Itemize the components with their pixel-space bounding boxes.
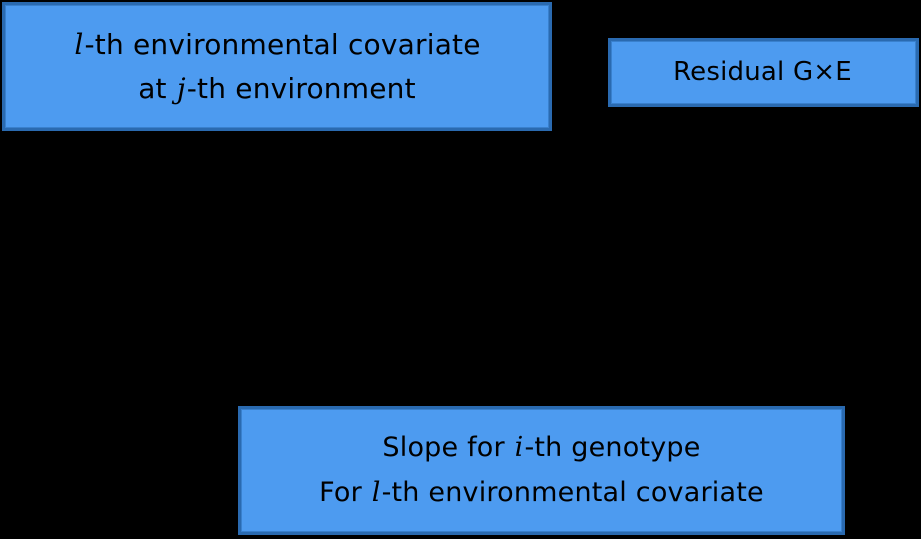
line-suffix: -th genotype [524,432,701,464]
math-variable-none [852,57,854,87]
line-prefix: Slope for [382,432,514,464]
math-variable-l: l [371,476,381,508]
annotation-box-environmental-covariate: l-th environmental covariate at j-th env… [2,2,552,131]
annotation-line: Residual G×E [673,56,854,89]
math-variable-j: j [176,72,186,105]
line-suffix: -th environmental covariate [381,476,764,508]
annotation-box-genotype-slope: Slope for i-th genotype For l-th environ… [238,406,845,535]
line-suffix: -th environment [186,72,416,105]
annotation-line: Slope for i-th genotype [382,431,700,465]
line-prefix: Residual G×E [673,57,852,88]
line-suffix: -th environmental covariate [84,27,481,61]
math-variable-l: l [74,27,84,61]
line-prefix: For [319,476,371,508]
annotation-line: l-th environmental covariate [73,27,480,62]
math-variable-i: i [514,432,524,464]
line-prefix: at [138,72,176,105]
annotation-box-residual-gxe: Residual G×E [608,38,919,107]
annotation-line: at j-th environment [138,71,416,106]
annotation-line: For l-th environmental covariate [319,476,764,510]
